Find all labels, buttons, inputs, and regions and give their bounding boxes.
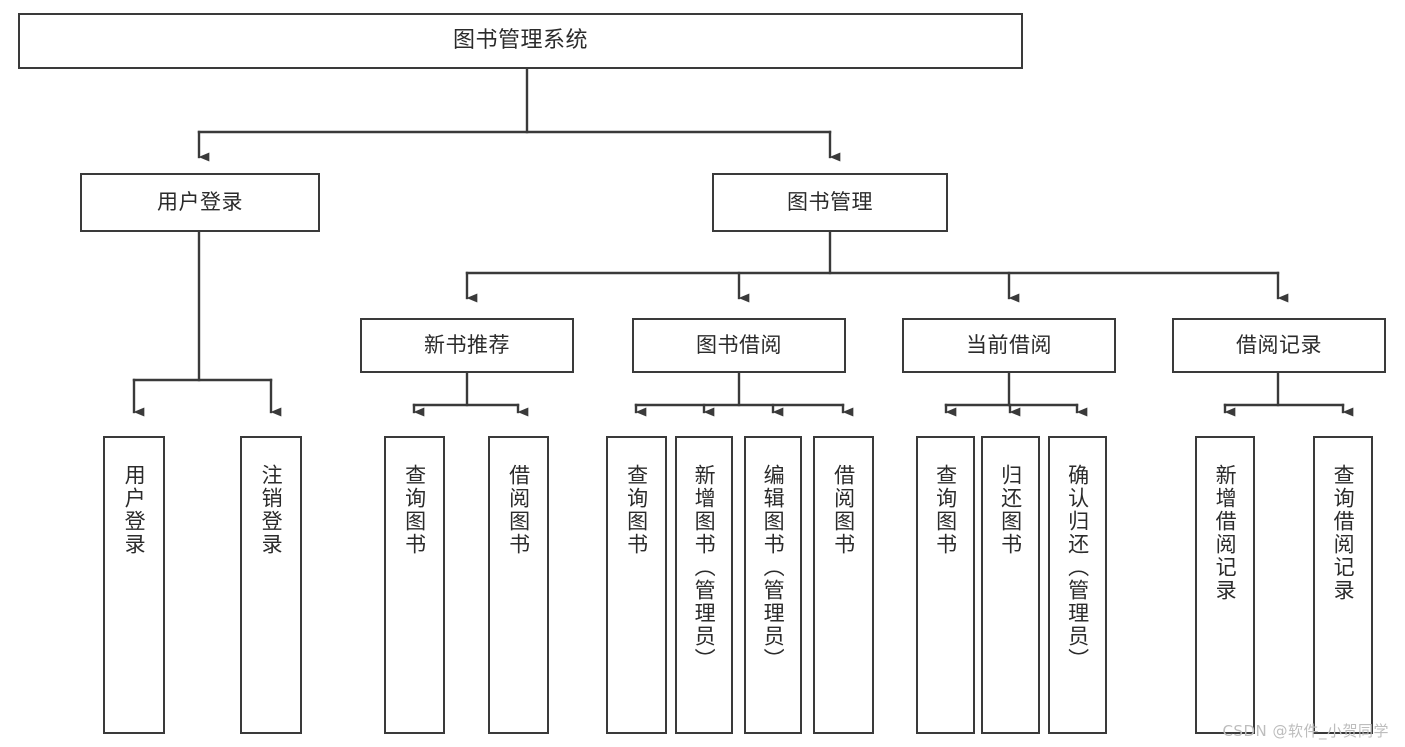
node-label: 当前借阅 bbox=[966, 332, 1052, 357]
node-book-borrow[interactable]: 图书借阅 bbox=[632, 318, 846, 373]
node-label: 图书借阅 bbox=[696, 332, 782, 357]
node-label: 借阅图书 bbox=[831, 464, 856, 556]
node-borrow-record[interactable]: 借阅记录 bbox=[1172, 318, 1386, 373]
node-book-management[interactable]: 图书管理 bbox=[712, 173, 948, 232]
node-label: 编辑图书（管理员） bbox=[761, 464, 786, 671]
watermark-credit: CSDN @软件_小贺同学 bbox=[1222, 722, 1389, 740]
leaf-borrow-query-book[interactable]: 查询图书 bbox=[606, 436, 667, 734]
node-label: 查询图书 bbox=[402, 464, 427, 556]
node-current-borrow[interactable]: 当前借阅 bbox=[902, 318, 1116, 373]
leaf-recommend-borrow-book[interactable]: 借阅图书 bbox=[488, 436, 549, 734]
leaf-current-return-book[interactable]: 归还图书 bbox=[981, 436, 1040, 734]
node-label: 确认归还（管理员） bbox=[1065, 464, 1090, 671]
leaf-current-confirm-return-admin[interactable]: 确认归还（管理员） bbox=[1048, 436, 1107, 734]
node-label: 查询图书 bbox=[624, 464, 649, 556]
node-label: 查询图书 bbox=[933, 464, 958, 556]
leaf-borrow-add-book-admin[interactable]: 新增图书（管理员） bbox=[675, 436, 733, 734]
leaf-current-query-book[interactable]: 查询图书 bbox=[916, 436, 975, 734]
node-user-login[interactable]: 用户登录 bbox=[80, 173, 320, 232]
leaf-record-query-record[interactable]: 查询借阅记录 bbox=[1313, 436, 1373, 734]
node-label: 用户登录 bbox=[157, 189, 243, 214]
leaf-borrow-borrow-book[interactable]: 借阅图书 bbox=[813, 436, 874, 734]
leaf-record-add-record[interactable]: 新增借阅记录 bbox=[1195, 436, 1255, 734]
node-label: 用户登录 bbox=[122, 464, 147, 556]
node-label: 借阅记录 bbox=[1236, 332, 1322, 357]
node-label: 新书推荐 bbox=[424, 332, 510, 357]
node-label: 查询借阅记录 bbox=[1331, 464, 1356, 602]
node-label: 新增借阅记录 bbox=[1213, 464, 1238, 602]
node-label: 图书管理 bbox=[787, 189, 873, 214]
leaf-user-login-signout[interactable]: 注销登录 bbox=[240, 436, 302, 734]
node-new-book-recommend[interactable]: 新书推荐 bbox=[360, 318, 574, 373]
node-root-system[interactable]: 图书管理系统 bbox=[18, 13, 1023, 69]
node-label: 借阅图书 bbox=[506, 464, 531, 556]
node-label: 注销登录 bbox=[259, 464, 284, 556]
node-label: 新增图书（管理员） bbox=[692, 464, 717, 671]
node-label: 图书管理系统 bbox=[452, 27, 588, 53]
leaf-borrow-edit-book-admin[interactable]: 编辑图书（管理员） bbox=[744, 436, 802, 734]
leaf-user-login-signin[interactable]: 用户登录 bbox=[103, 436, 165, 734]
node-label: 归还图书 bbox=[998, 464, 1023, 556]
leaf-recommend-query-book[interactable]: 查询图书 bbox=[384, 436, 445, 734]
